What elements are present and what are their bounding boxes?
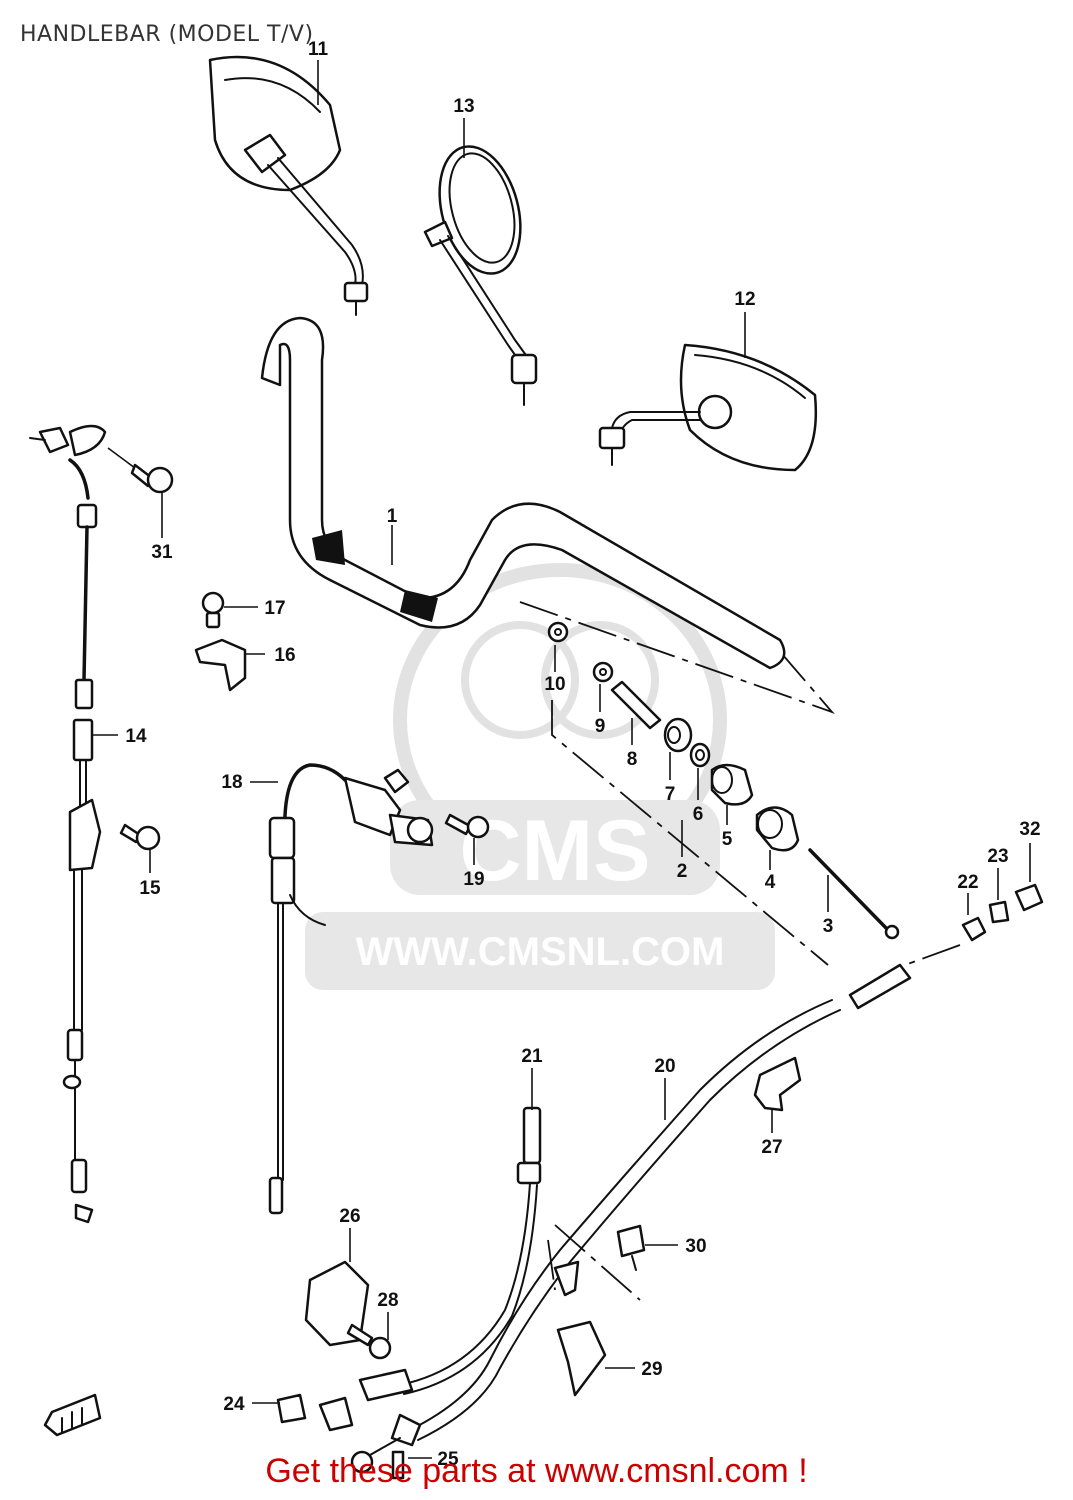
part-9-nut <box>592 661 614 683</box>
callout-14: 14 <box>125 726 147 747</box>
callout-13: 13 <box>453 96 474 117</box>
mirror-11 <box>208 55 369 316</box>
callout-1: 1 <box>387 506 398 527</box>
handlebar-1 <box>260 316 786 670</box>
callout-15: 15 <box>139 878 161 899</box>
callout-5: 5 <box>722 829 733 850</box>
part-3-bolt <box>808 848 900 940</box>
callout-8: 8 <box>627 749 638 770</box>
part-7-collar <box>663 717 693 753</box>
part-32 <box>1014 883 1044 912</box>
part-23 <box>988 900 1010 924</box>
bracket-27 <box>753 1056 802 1112</box>
callout-6: 6 <box>693 804 704 825</box>
part-8-pin <box>610 680 662 730</box>
part-5-weight <box>710 763 754 806</box>
callout-9: 9 <box>595 716 606 737</box>
cable-14 <box>29 424 107 1224</box>
screw-17 <box>201 591 225 629</box>
callout-23: 23 <box>987 846 1008 867</box>
cable-21 <box>318 1106 542 1432</box>
screw-31 <box>130 463 174 494</box>
callout-3: 3 <box>823 916 834 937</box>
mirror-12 <box>598 343 818 472</box>
callout-20: 20 <box>654 1056 675 1077</box>
callout-19: 19 <box>463 869 484 890</box>
cable-20 <box>350 944 961 1474</box>
leader-lines <box>92 60 1031 1459</box>
callout-10: 10 <box>544 674 565 695</box>
part-4-end-weight <box>755 806 800 852</box>
callout-26: 26 <box>339 1206 360 1227</box>
screw-24 <box>276 1393 307 1424</box>
callout-11: 11 <box>308 39 329 60</box>
callout-16: 16 <box>274 645 295 666</box>
mirror-13 <box>423 145 538 406</box>
watermark-url-text: WWW.CMSNL.COM <box>356 930 725 974</box>
callout-4: 4 <box>765 872 776 893</box>
bracket-16 <box>194 638 247 692</box>
callout-24: 24 <box>223 1394 245 1415</box>
callout-12: 12 <box>734 289 755 310</box>
watermark: CMS WWW.CMSNL.COM <box>305 563 775 990</box>
callout-31: 31 <box>151 542 173 563</box>
callout-30: 30 <box>685 1236 706 1257</box>
callout-28: 28 <box>377 1290 398 1311</box>
bracket-29 <box>553 1260 607 1397</box>
callout-7: 7 <box>665 784 676 805</box>
callout-2: 2 <box>677 861 688 882</box>
callout-27: 27 <box>761 1137 782 1158</box>
part-25 <box>391 1450 405 1480</box>
callout-25: 25 <box>437 1449 459 1470</box>
callout-21: 21 <box>521 1046 543 1067</box>
screw-30 <box>616 1224 646 1271</box>
watermark-logo-text: CMS <box>459 803 650 899</box>
part-10-nut <box>547 621 569 643</box>
callout-labels: 1 2 3 4 5 6 7 8 9 10 11 12 13 14 15 16 1… <box>125 39 1040 1470</box>
assembly-guides <box>519 601 835 1301</box>
callout-17: 17 <box>264 598 285 619</box>
footer-link[interactable]: Get these parts at www.cmsnl.com ! <box>265 1452 808 1490</box>
switch-18 <box>268 763 434 1215</box>
page-title: HANDLEBAR (MODEL T/V) <box>20 22 314 47</box>
screw-15 <box>119 823 161 851</box>
part-22 <box>961 916 987 942</box>
screw-28 <box>346 1323 392 1360</box>
part-6-washer <box>689 742 711 768</box>
callout-29: 29 <box>641 1359 662 1380</box>
callout-32: 32 <box>1019 819 1040 840</box>
screw-19 <box>444 813 490 839</box>
callout-22: 22 <box>957 872 978 893</box>
callout-18: 18 <box>221 772 242 793</box>
front-direction-arrow-icon <box>43 1393 102 1437</box>
